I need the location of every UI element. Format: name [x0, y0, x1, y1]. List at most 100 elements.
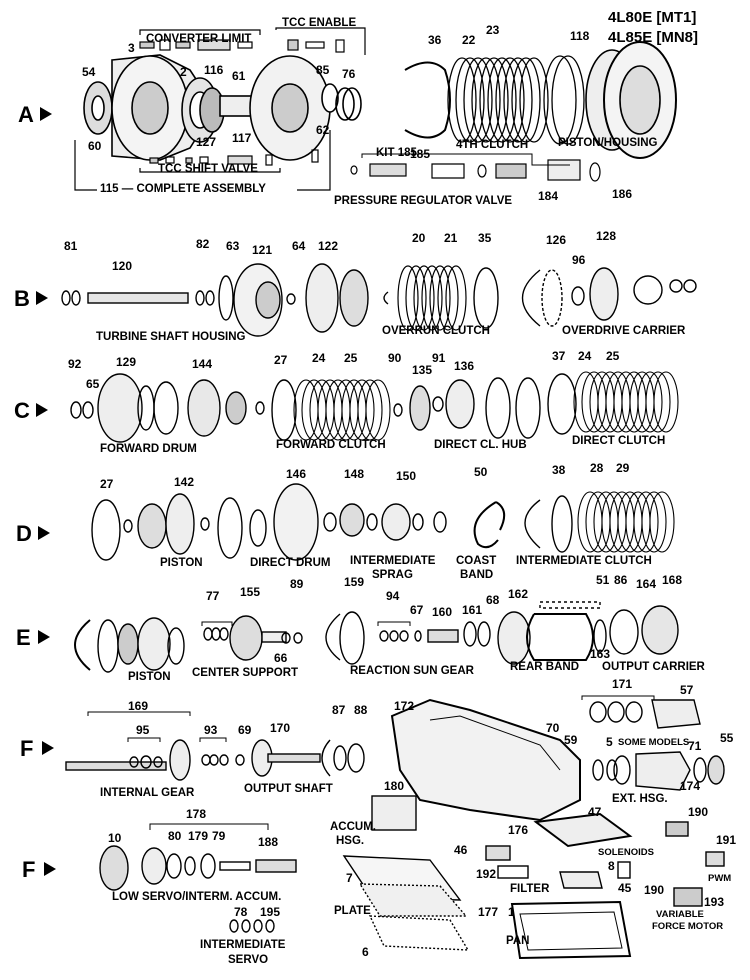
callout-number: 164 — [636, 577, 657, 591]
callout-number: 90 — [388, 351, 402, 365]
callout-number: 71 — [688, 739, 702, 753]
callout-number: 190 — [688, 805, 709, 819]
converter-limit-caption: CONVERTER LIMIT — [146, 33, 252, 45]
callout-number: 50 — [474, 465, 488, 479]
accum-hsg-caption-2: HSG. — [336, 835, 365, 847]
callout-number: 77 — [206, 589, 220, 603]
callout-number: 21 — [444, 231, 458, 245]
solenoids-caption: SOLENOIDS — [598, 847, 654, 858]
callout-number: 29 — [616, 461, 630, 475]
callout-number: 170 — [270, 721, 291, 735]
callout-number: 126 — [546, 233, 567, 247]
row-e-art — [74, 601, 679, 673]
callout-number: 94 — [386, 589, 400, 603]
pump-assembly-art — [74, 27, 366, 191]
callout-number: 7 — [346, 871, 353, 885]
callout-number: 63 — [226, 239, 240, 253]
callout-number: 179 — [188, 829, 209, 843]
callout-number: 51 — [596, 573, 610, 587]
piston-caption-d: PISTON — [160, 557, 203, 569]
callout-number: 35 — [478, 231, 492, 245]
callout-number: 25 — [606, 349, 620, 363]
row-letter-e: E — [16, 625, 31, 650]
kit-185-caption: KIT 185 — [376, 147, 417, 159]
callout-number: 1 — [508, 905, 515, 919]
callout-number: 135 — [412, 363, 433, 377]
row-letter-b: B — [14, 286, 30, 311]
forward-clutch-caption: FORWARD CLUTCH — [276, 439, 386, 451]
internal-gear-caption: INTERNAL GEAR — [100, 787, 195, 799]
callout-number: 144 — [192, 357, 213, 371]
accum-hsg-caption-1: ACCUM. — [330, 821, 376, 833]
callout-number: 150 — [396, 469, 417, 483]
callout-number: 195 — [260, 905, 281, 919]
callout-number: 171 — [612, 677, 633, 691]
output-carrier-caption: OUTPUT CARRIER — [602, 661, 705, 673]
callout-number: 10 — [108, 831, 122, 845]
callout-number: 127 — [196, 135, 217, 149]
callout-number: 65 — [86, 377, 100, 391]
row-d-art — [91, 483, 675, 561]
callout-number: 61 — [232, 69, 246, 83]
callout-number: 68 — [486, 593, 500, 607]
row-letter-f-upper: F — [20, 736, 34, 761]
callout-number: 70 — [546, 721, 560, 735]
callout-number: 136 — [454, 359, 475, 373]
callout-number: 155 — [240, 585, 261, 599]
callout-number: 159 — [344, 575, 365, 589]
tcc-enable-caption: TCC ENABLE — [282, 17, 357, 29]
callout-number: 37 — [552, 349, 566, 363]
callout-number: 22 — [462, 33, 476, 47]
callout-number: 24 — [578, 349, 592, 363]
fourth-clutch-caption: 4TH CLUTCH — [456, 139, 529, 151]
callout-number: 3 — [128, 41, 135, 55]
coast-band-caption-2: BAND — [460, 569, 494, 581]
callout-number: 78 — [234, 905, 248, 919]
callout-number: 178 — [186, 807, 207, 821]
variable-force-motor-caption-2: FORCE MOTOR — [652, 921, 724, 932]
callout-number: 172 — [394, 699, 415, 713]
complete-assembly-caption: 115 — COMPLETE ASSEMBLY — [100, 183, 266, 195]
callout-number: 67 — [410, 603, 424, 617]
callout-number: 190 — [644, 883, 665, 897]
reaction-sun-gear-caption: REACTION SUN GEAR — [350, 665, 474, 677]
variable-force-motor-caption-1: VARIABLE — [656, 909, 704, 920]
callout-number: 191 — [716, 833, 737, 847]
callout-number: 38 — [552, 463, 566, 477]
piston-caption-e: PISTON — [128, 671, 171, 683]
intermediate-servo-caption-2: SERVO — [228, 954, 269, 966]
callout-number: 184 — [538, 189, 559, 203]
overdrive-carrier-caption: OVERDRIVE CARRIER — [562, 325, 686, 337]
callout-number: 121 — [252, 243, 273, 257]
tcc-shift-valve-caption: TCC SHIFT VALVE — [158, 163, 258, 175]
callout-number: 81 — [64, 239, 78, 253]
model-label-4l80e: 4L80E [MT1] — [608, 9, 697, 26]
overrun-clutch-caption: OVERRUN CLUTCH — [382, 325, 490, 337]
callout-number: 36 — [428, 33, 442, 47]
ext-hsg-caption: EXT. HSG. — [612, 793, 668, 805]
callout-number: 54 — [82, 65, 96, 79]
callout-number: 24 — [312, 351, 326, 365]
callout-number: 162 — [508, 587, 529, 601]
callout-number: 85 — [316, 63, 330, 77]
rear-band-caption: REAR BAND — [510, 661, 579, 673]
fourth-clutch-art — [404, 41, 677, 159]
callout-number: 88 — [354, 703, 368, 717]
turbine-shaft-housing-caption: TURBINE SHAFT HOUSING — [96, 331, 246, 343]
callout-number: 57 — [680, 683, 694, 697]
callout-number: 160 — [432, 605, 453, 619]
callout-number: 91 — [432, 351, 446, 365]
row-f-lower-art — [99, 795, 725, 960]
callout-number: 168 — [662, 573, 683, 587]
coast-band-caption-1: COAST — [456, 555, 497, 567]
callout-number: 188 — [258, 835, 279, 849]
callout-number: 128 — [596, 229, 617, 243]
pan-caption: PAN — [506, 935, 530, 947]
callout-number: 8 — [608, 859, 615, 873]
callout-number: 89 — [290, 577, 304, 591]
callout-number: 87 — [332, 703, 346, 717]
row-b-art — [61, 263, 697, 337]
pressure-regulator-valve-caption: PRESSURE REGULATOR VALVE — [334, 195, 513, 207]
callout-number: 117 — [232, 131, 252, 145]
low-servo-caption: LOW SERVO/INTERM. ACCUM. — [112, 891, 282, 903]
